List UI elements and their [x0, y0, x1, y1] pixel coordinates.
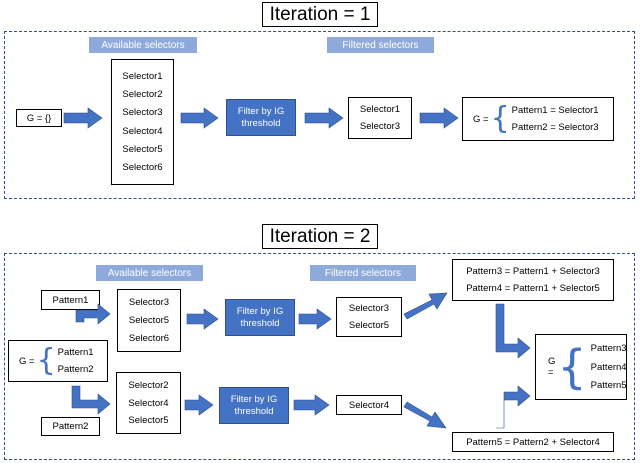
list-item: Selector4 [128, 397, 169, 409]
list-item: Pattern3 [590, 342, 627, 354]
arrow-icon [293, 394, 330, 416]
arrow-icon [419, 107, 459, 129]
arrow-icon [63, 107, 103, 129]
list-item: Selector5 [348, 319, 390, 331]
left-brace-icon: { [490, 101, 510, 136]
list-item: Selector3 [122, 107, 163, 119]
bent-arrow-icon [75, 303, 111, 325]
list-item: Pattern4 = Pattern1 + Selector5 [466, 283, 600, 294]
g-label: G = [548, 356, 556, 378]
final-g-box: G = { Pattern3 Pattern4 Pattern5 [535, 334, 627, 400]
g-label: G = [19, 355, 35, 367]
list-item: Selector1 [359, 104, 401, 115]
filtered-selectors-list: Selector1 Selector3 [348, 97, 412, 139]
pattern1-box: Pattern1 [41, 290, 100, 310]
list-item: Pattern1 [57, 347, 94, 358]
filter-box: Filter by IG threshold [226, 99, 296, 136]
iteration1-panel [4, 31, 635, 199]
list-item: Selector2 [128, 379, 169, 391]
arrow-icon [180, 107, 219, 129]
list-item: Selector6 [122, 161, 163, 173]
filtered-selectors-label: Filtered selectors [327, 37, 434, 53]
arrow-icon [184, 394, 214, 416]
top-result-box: Pattern3 = Pattern1 + Selector3 Pattern4… [452, 259, 614, 301]
list-item: Pattern3 = Pattern1 + Selector3 [466, 266, 600, 277]
available-selectors-label: Available selectors [89, 37, 197, 53]
iteration2-panel [4, 253, 635, 460]
list-item: Selector2 [122, 89, 163, 101]
list-item: Pattern4 [590, 361, 627, 373]
list-item: Selector4 [122, 125, 163, 137]
g-label: G = [473, 113, 489, 125]
bottom-result-box: Pattern5 = Pattern2 + Selector4 [452, 432, 614, 452]
list-item: Pattern2 [57, 364, 94, 375]
list-item: Selector3 [359, 121, 401, 132]
bent-arrow-icon [495, 303, 531, 359]
list-item: Pattern5 [590, 380, 627, 392]
bent-arrow-icon [496, 385, 531, 429]
list-item: Selector5 [128, 315, 170, 326]
available-selectors-label-2: Available selectors [96, 265, 203, 281]
bottom-selectors-list: Selector2 Selector4 Selector5 [116, 372, 181, 434]
left-brace-icon: { [36, 343, 56, 378]
list-item: Pattern2 = Selector3 [511, 122, 599, 134]
list-item: Selector6 [128, 333, 170, 344]
bottom-filtered-box: Selector4 [336, 395, 402, 415]
list-item: Selector1 [122, 71, 163, 83]
list-item: Selector3 [128, 297, 170, 308]
g-empty-box: G = {} [16, 109, 62, 127]
arrow-icon [304, 107, 344, 129]
arrow-icon [298, 308, 332, 330]
available-selectors-list: Selector1 Selector2 Selector3 Selector4 … [111, 59, 174, 185]
bottom-filter-box: Filter by IG threshold [219, 387, 289, 424]
top-filter-box: Filter by IG threshold [225, 299, 295, 336]
diagonal-arrow-icon [403, 292, 448, 320]
diagonal-arrow-icon [403, 401, 447, 429]
list-item: Pattern1 = Selector1 [511, 104, 599, 116]
list-item: Selector5 [128, 415, 169, 427]
list-item: Selector5 [122, 143, 163, 155]
list-item: Selector3 [348, 303, 390, 315]
filtered-selectors-label-2: Filtered selectors [310, 265, 416, 281]
pattern2-box: Pattern2 [41, 417, 100, 436]
bent-arrow-icon [71, 385, 111, 415]
arrow-icon [186, 308, 219, 330]
g-patterns-box: G = { Pattern1 = Selector1 Pattern2 = Se… [462, 97, 614, 141]
top-filtered-list: Selector3 Selector5 [336, 297, 402, 337]
left-brace-icon: { [557, 340, 587, 394]
iteration1-title: Iteration = 1 [262, 2, 378, 27]
iteration2-title: Iteration = 2 [262, 224, 378, 249]
g-input-box: G = { Pattern1 Pattern2 [8, 340, 108, 382]
top-selectors-list: Selector3 Selector5 Selector6 [117, 289, 181, 352]
